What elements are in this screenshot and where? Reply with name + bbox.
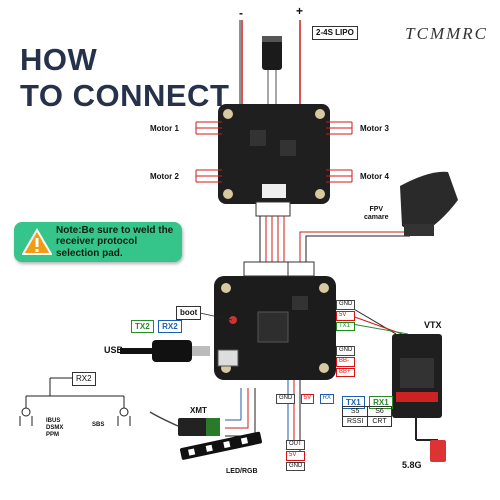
fc-bottom-gnd: GND (276, 394, 296, 404)
table-cell: CRT (367, 416, 392, 427)
protocol-ppm: PPM (46, 432, 60, 439)
xmt-receiver (178, 418, 212, 436)
table-cell: S6 (367, 406, 392, 417)
motor4-wires (326, 169, 353, 183)
camera-label-line1: FPV (369, 206, 384, 213)
usb-cable (152, 340, 192, 362)
vtx-uart-pads: TX1 RX1 (342, 392, 393, 410)
xmt-label: XMT (190, 406, 207, 415)
protocol-sbs: SBS (92, 422, 105, 428)
vtx-antenna (430, 440, 446, 462)
fc-tx1-pad: TX1 (336, 321, 356, 332)
motor1-wires (195, 121, 222, 135)
fc-right-pads2: GND BB- BB+ (336, 346, 356, 378)
camera-label-line2: camare (364, 214, 389, 222)
fc-right-pads: GND 5V TX1 (336, 300, 356, 332)
led-5v-pad: 5V (286, 450, 306, 461)
table-cell: RSSI (341, 416, 369, 427)
esc-board (218, 104, 330, 204)
table-cell: S5 (341, 406, 369, 417)
note-text: Note:Be sure to weld the receiver protoc… (56, 224, 174, 259)
rx2-pad: RX2 (158, 320, 182, 333)
camera-label: FPV camare (364, 206, 389, 223)
fc-bbplus-pad: BB+ (336, 367, 356, 378)
led-gnd-pad: GND (286, 461, 306, 472)
led-label: LED/RGB (226, 468, 258, 475)
fc-gnd2-pad: GND (336, 346, 356, 356)
battery-label: 2-4S LIPO (312, 26, 358, 40)
usb-label: USB (104, 345, 124, 355)
motor4-label: Motor 4 (360, 172, 389, 181)
led-pads: OUT 5V GND (286, 440, 306, 472)
led-out-pad: OUT (286, 440, 306, 450)
battery-minus-label: - (239, 6, 243, 20)
vtx-frequency: 5.8G (402, 460, 422, 470)
protocol-ibus: IBUS (46, 418, 61, 424)
fc-5v-pad: 5V (336, 310, 356, 321)
fc-bottom-pads: GND 5V RX (276, 386, 335, 404)
page-title-line2: TO CONNECT (20, 78, 230, 113)
tx2-pad: TX2 (131, 320, 154, 333)
motor2-label: Motor 2 (150, 172, 179, 181)
protocol-dsmx: DSMX (46, 425, 64, 432)
protocol-list: IBUS DSMX PPM (46, 418, 63, 440)
fc-bottom-5v: 5V (300, 394, 315, 404)
fpv-camera (400, 171, 458, 236)
warning-icon (22, 228, 52, 255)
table-row: RSSI CRT (341, 416, 392, 427)
motor1-label: Motor 1 (150, 124, 179, 133)
vtx-rx1: RX1 (369, 396, 393, 409)
fc-bbminus-pad: BB- (336, 356, 356, 367)
motor2-wires (195, 169, 222, 183)
page-title-line1: HOW (20, 42, 98, 77)
fc-bottom-rx: RX (319, 394, 334, 404)
capacitor (262, 36, 282, 70)
vtx-tx1: TX1 (342, 396, 365, 409)
vtx-label: VTX (424, 320, 442, 330)
boot-label: boot (176, 306, 202, 320)
esc-fc-harness (259, 216, 285, 262)
motor3-label: Motor 3 (360, 124, 389, 133)
receiver-rx-label: RX2 (72, 372, 96, 386)
fc-gnd-pad: GND (336, 300, 356, 310)
table-row: S5 S6 (341, 406, 392, 417)
battery-plus-label: + (296, 4, 304, 18)
weld-note: Note:Be sure to weld the receiver protoc… (14, 222, 182, 262)
brand-logo: TCMMRC (405, 24, 488, 43)
vtx-pad-table: S5 S6 RSSI CRT (341, 406, 392, 427)
motor3-wires (326, 121, 353, 135)
uart2-pads: TX2 RX2 (131, 316, 182, 334)
